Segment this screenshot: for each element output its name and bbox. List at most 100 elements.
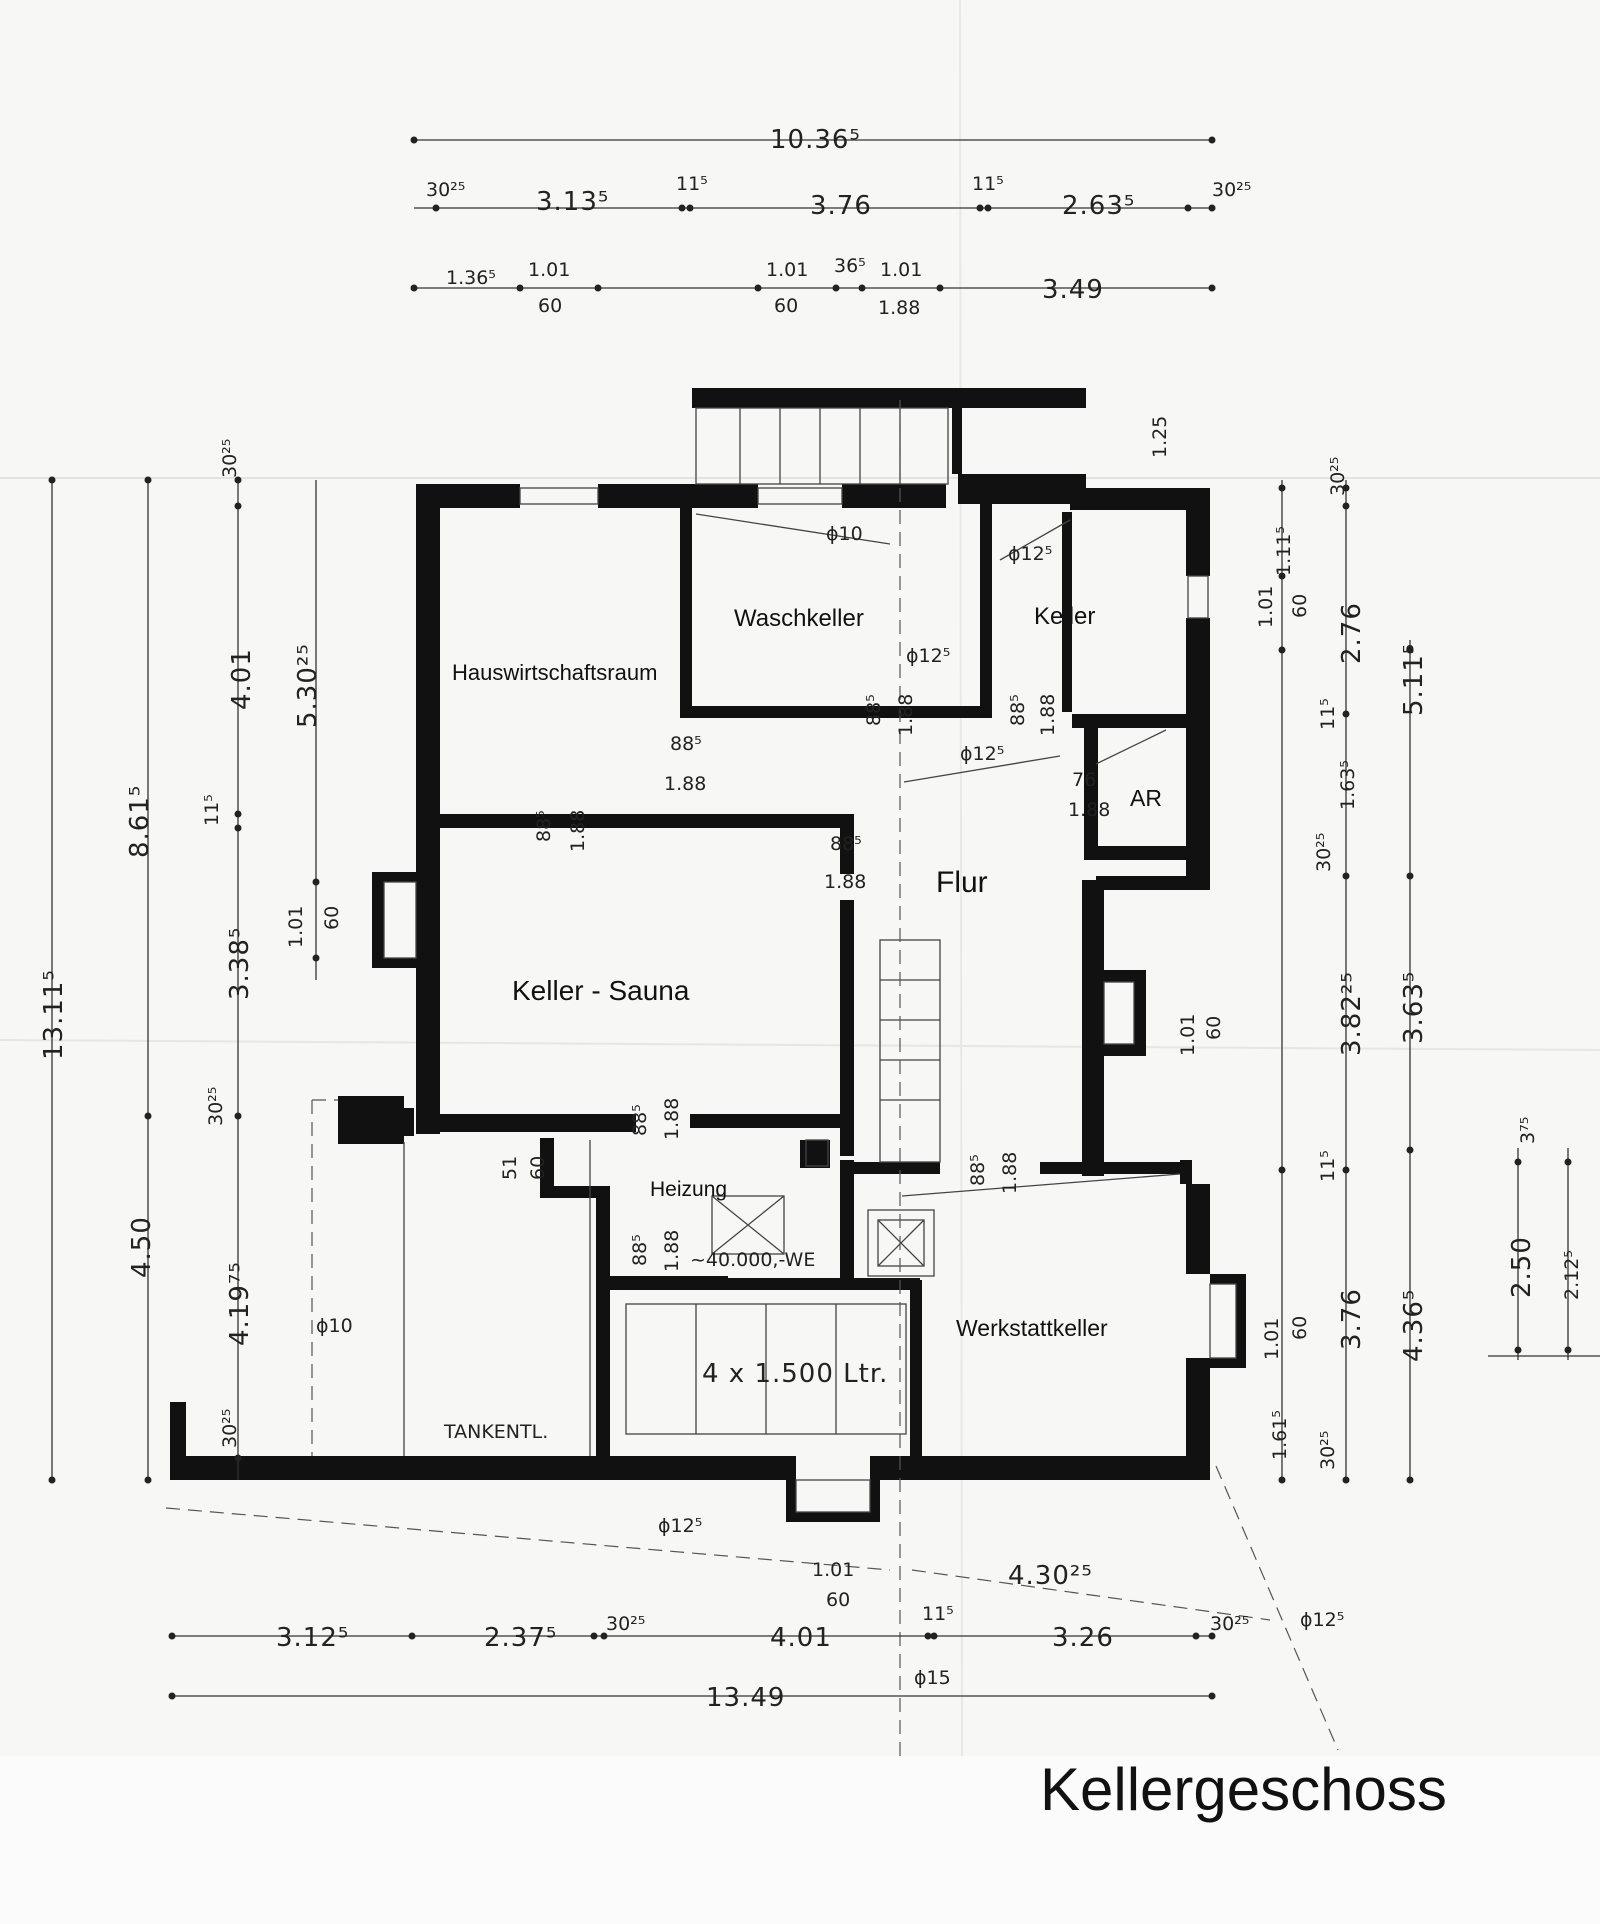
dim-right-w2b: 60 [1289, 1316, 1311, 1340]
room-keller-sauna: Keller - Sauna [512, 975, 690, 1006]
dim-far-right-3: 2.12⁵ [1561, 1250, 1583, 1300]
dim-top2-9: 3.49 [1042, 275, 1104, 305]
dim-top-7: 30²⁵ [1212, 179, 1251, 201]
dim-right-w2a: 1.01 [1261, 1318, 1283, 1360]
note-heating-power: ~40.000,-WE [690, 1249, 815, 1271]
dim-right-11: 11⁵ [1317, 1150, 1339, 1182]
door-dim-5b: 1.88 [1068, 799, 1110, 821]
footer-band [0, 1756, 1600, 1924]
dim-bottom-window-1: 1.01 [812, 1559, 854, 1581]
room-flur: Flur [936, 866, 988, 899]
dim-bottom-right: 4.30²⁵ [1008, 1561, 1093, 1591]
pipe-label-3: ϕ12⁵ [906, 645, 950, 667]
pipe-label-8: ϕ15 [914, 1667, 951, 1689]
dim-right-b3: 4.36⁵ [1399, 1289, 1429, 1362]
dim-top-5: 11⁵ [972, 173, 1004, 195]
dim-right-9: 30²⁵ [1313, 833, 1335, 872]
dim-left-a1: 8.61⁵ [125, 785, 155, 858]
pipe-label-4: ϕ12⁵ [960, 743, 1004, 765]
dim-top2-3: 60 [538, 295, 562, 317]
dim-right-b1: 5.11⁵ [1399, 643, 1429, 716]
dim-top-1: 30²⁵ [426, 179, 465, 201]
dim-left-total: 13.11⁵ [39, 969, 69, 1060]
door-dim-10b: 60 [527, 1156, 549, 1180]
walls [170, 388, 1246, 1522]
dimensions-top: 10.36⁵ 30²⁵ 3.13⁵ 11⁵ 3.76 11⁵ 2.63⁵ 30²… [426, 125, 1251, 319]
dim-bottom-3: 30²⁵ [606, 1613, 645, 1635]
dim-right-w1a: 1.01 [1177, 1014, 1199, 1056]
dim-left-a2: 4.50 [127, 1216, 157, 1278]
dim-left-b5: 30²⁵ [205, 1087, 227, 1126]
dim-bottom-6: 3.26 [1052, 1623, 1114, 1653]
dim-top-2: 3.13⁵ [536, 187, 609, 217]
dim-left-c2: 1.01 [285, 906, 307, 948]
dim-top-6: 2.63⁵ [1062, 191, 1135, 221]
dim-far-right-2: 2.50 [1507, 1236, 1537, 1298]
dim-top2-5: 60 [774, 295, 798, 317]
room-werkstattkeller: Werkstattkeller [956, 1315, 1108, 1341]
door-dim-4a: 88⁵ [1007, 694, 1029, 726]
dim-right-7: 11⁵ [1317, 698, 1339, 730]
door-dimensions: 88⁵ 1.88 88⁵ 1.88 88⁵ 1.88 88⁵ 1.88 76 1… [499, 694, 1110, 1272]
plan-title: Kellergeschoss [1040, 1756, 1447, 1823]
dim-top2-2: 1.01 [528, 259, 570, 281]
dim-top2-4: 1.01 [766, 259, 808, 281]
dim-right-14: 30²⁵ [1317, 1431, 1339, 1470]
dim-right-1: 1.25 [1149, 416, 1171, 458]
dim-right-13: 1.61⁵ [1269, 1410, 1291, 1460]
dim-right-8: 1.63⁵ [1337, 760, 1359, 810]
dim-right-12: 3.76 [1337, 1288, 1367, 1350]
door-dim-9a: 88⁵ [629, 1234, 651, 1266]
door-dim-8b: 1.88 [999, 1152, 1021, 1194]
note-tank-area: TANKENTL. [443, 1421, 548, 1443]
dim-left-b6: 4.19⁷⁵ [225, 1261, 255, 1346]
door-dim-3b: 1.88 [895, 694, 917, 736]
dim-top2-1: 1.36⁵ [446, 267, 496, 289]
room-hauswirtschaftsraum: Hauswirtschaftsraum [452, 660, 657, 685]
room-heizung: Heizung [650, 1178, 727, 1201]
door-dim-8a: 88⁵ [967, 1154, 989, 1186]
dimensions-bottom: 1.01 60 4.30²⁵ 3.12⁵ 2.37⁵ 30²⁵ 4.01 11⁵… [276, 1559, 1249, 1713]
dim-left-b4: 3.38⁵ [225, 927, 255, 1000]
dim-bottom-window-2: 60 [826, 1589, 850, 1611]
door-dim-6a: 88⁵ [830, 833, 862, 855]
door-dim-6b: 1.88 [824, 871, 866, 893]
dim-right-b2: 3.63⁵ [1399, 971, 1429, 1044]
dim-bottom-1: 3.12⁵ [276, 1623, 349, 1653]
dim-right-2: 30²⁵ [1327, 457, 1349, 496]
door-dim-2b: 1.88 [567, 810, 589, 852]
dim-left-b1: 30²⁵ [219, 439, 241, 478]
dim-left-b2: 4.01 [227, 648, 257, 710]
dim-left-b7: 30²⁵ [219, 1409, 241, 1448]
dim-top2-7: 1.01 [880, 259, 922, 281]
dim-bottom-2: 2.37⁵ [484, 1623, 557, 1653]
dim-far-right-1: 3⁷⁵ [1517, 1117, 1539, 1144]
dim-top-4: 3.76 [810, 191, 872, 221]
dim-bottom-7: 30²⁵ [1210, 1613, 1249, 1635]
room-ar: AR [1130, 785, 1162, 811]
dim-left-c1: 5.30²⁵ [293, 643, 323, 728]
dim-right-10: 3.82²⁵ [1337, 971, 1367, 1056]
dim-left-b3: 11⁵ [201, 794, 223, 826]
note-tanks: 4 x 1.500 Ltr. [702, 1359, 888, 1389]
pipe-label-6: ϕ12⁵ [658, 1515, 702, 1537]
dimension-lines [48, 136, 1600, 1700]
dimensions-left: 13.11⁵ 8.61⁵ 4.50 30²⁵ 4.01 11⁵ 3.38⁵ 30… [39, 439, 343, 1448]
dim-top-3: 11⁵ [676, 173, 708, 195]
door-dim-7b: 1.88 [661, 1098, 683, 1140]
dim-right-w1b: 60 [1203, 1016, 1225, 1040]
door-dim-1b: 1.88 [664, 773, 706, 795]
dim-bottom-5: 11⁵ [922, 1603, 954, 1625]
dim-bottom-4: 4.01 [770, 1623, 832, 1653]
dim-right-6: 2.76 [1337, 602, 1367, 664]
dimensions-right: 1.25 30²⁵ 1.11⁵ 1.01 60 2.76 11⁵ 1.63⁵ 3… [1149, 416, 1583, 1470]
door-dim-7a: 88⁵ [629, 1104, 651, 1136]
door-dim-5a: 76 [1072, 769, 1096, 791]
door-dim-1a: 88⁵ [670, 733, 702, 755]
door-dim-3a: 88⁵ [863, 694, 885, 726]
dim-bottom-total: 13.49 [706, 1683, 785, 1713]
dim-right-4: 1.01 [1255, 586, 1277, 628]
pipes: ϕ10 ϕ12⁵ ϕ12⁵ ϕ12⁵ ϕ10 ϕ12⁵ ϕ12⁵ ϕ15 [165, 400, 1344, 1760]
door-dim-4b: 1.88 [1037, 694, 1059, 736]
